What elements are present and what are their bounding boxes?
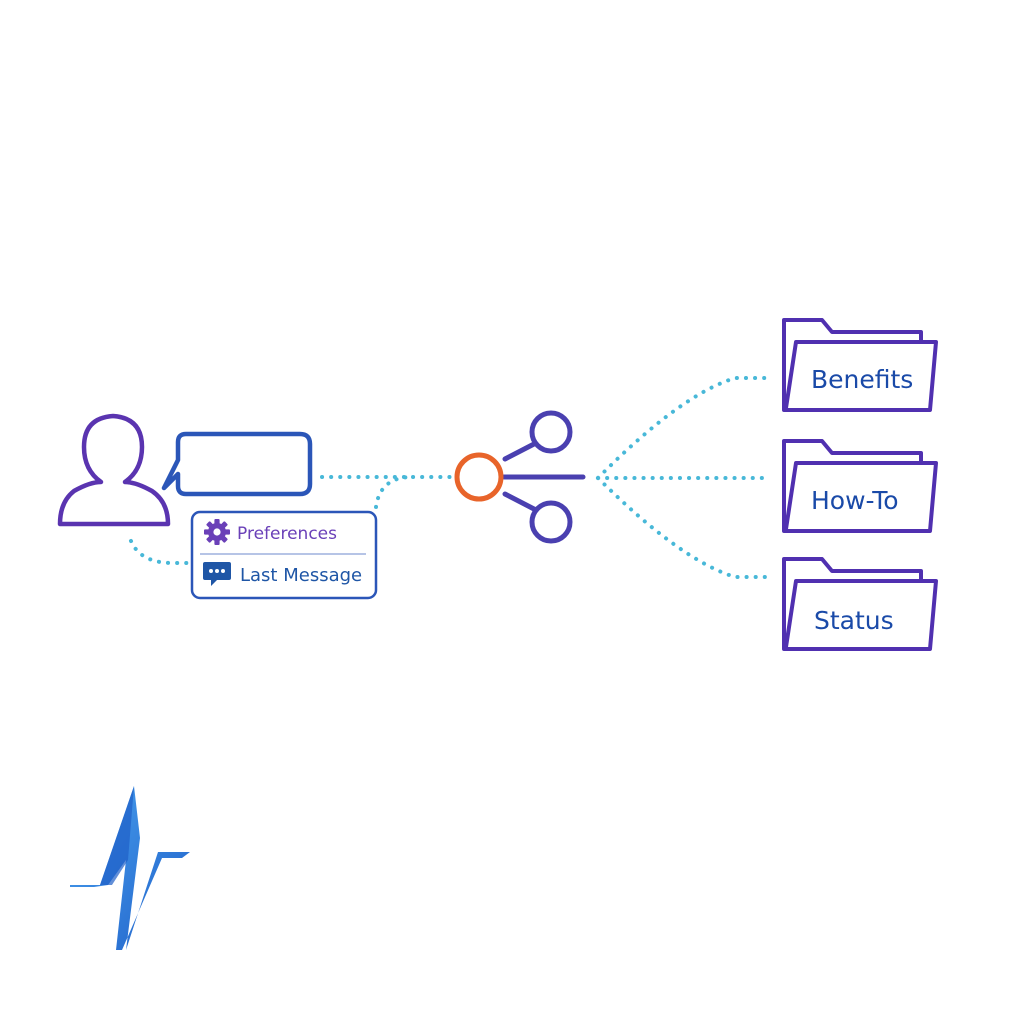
folder-label: How-To bbox=[811, 486, 899, 515]
hub-center-node bbox=[454, 452, 504, 502]
preferences-label: Preferences bbox=[237, 524, 337, 544]
connector-hub-to-status bbox=[596, 476, 767, 579]
hub-branch-lower bbox=[502, 491, 537, 512]
connector-hub-to-benefits bbox=[596, 376, 767, 480]
folder-benefits[interactable]: Benefits bbox=[782, 318, 938, 412]
connector-user-to-panel bbox=[129, 539, 190, 565]
preferences-row[interactable]: Preferences bbox=[204, 519, 337, 545]
folder-status[interactable]: Status bbox=[782, 557, 938, 651]
folder-label: Benefits bbox=[811, 365, 913, 394]
folder-icon bbox=[782, 557, 938, 651]
hub-node-lower bbox=[529, 500, 573, 544]
connector-panel-to-hub bbox=[374, 475, 412, 509]
hub-branch-upper bbox=[502, 441, 537, 462]
context-panel: Preferences Last Message bbox=[190, 510, 378, 600]
folder-howto[interactable]: How-To bbox=[782, 439, 938, 533]
share-hub-icon bbox=[454, 410, 586, 544]
user-icon bbox=[57, 413, 171, 527]
context-panel-frame bbox=[190, 510, 378, 600]
speech-bubble-icon bbox=[161, 431, 313, 497]
folder-label: Status bbox=[814, 606, 894, 635]
gear-icon bbox=[204, 519, 230, 545]
hub-node-upper bbox=[529, 410, 573, 454]
connectors bbox=[129, 376, 767, 579]
last-message-row[interactable]: Last Message bbox=[203, 562, 362, 586]
last-message-label: Last Message bbox=[240, 565, 362, 586]
chat-icon bbox=[203, 562, 231, 586]
pulse-logo-icon bbox=[70, 786, 190, 950]
